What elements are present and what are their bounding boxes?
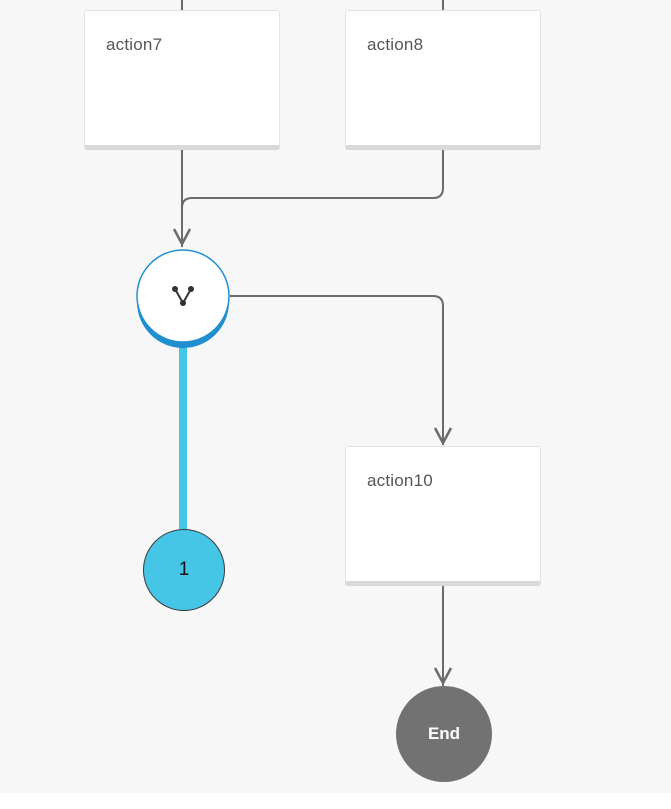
action7-label: action7 [106,35,163,54]
badge-label: 1 [178,559,190,580]
action10-node[interactable]: action10 [345,446,541,586]
action7-node[interactable]: action7 [84,10,280,150]
connector-branch-to-action10 [230,295,444,445]
arrowhead-action10 [433,427,453,446]
action8-label: action8 [367,35,424,54]
action8-node[interactable]: action8 [345,10,541,150]
arrowhead-branch [172,228,192,247]
parallel-branch-node[interactable] [136,248,230,348]
action10-label: action10 [367,471,433,490]
connector-action8-to-branch [181,150,444,209]
end-node[interactable]: End [396,686,492,782]
arrowhead-end [433,667,453,686]
end-label: End [427,724,461,743]
branch-count-badge[interactable]: 1 [143,529,225,611]
fork-icon [136,249,230,348]
